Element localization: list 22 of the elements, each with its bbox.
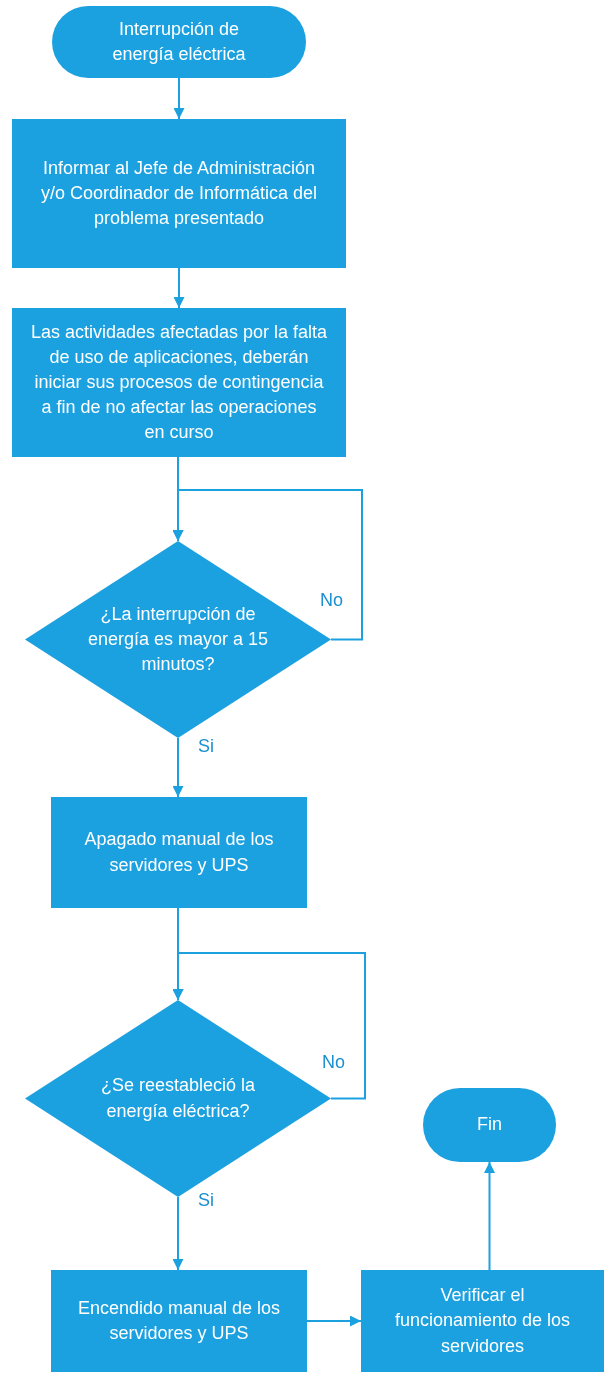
process-box (361, 1270, 604, 1372)
arrow (173, 77, 185, 120)
arrow (484, 1161, 495, 1271)
node-text: Las actividades afectadas por la falta de uso de aplicaciones, deberán iniciar sus procesos de contingencia a fin de no afectar las operaciones en curso (29, 320, 329, 445)
arrow (173, 267, 185, 309)
node-text: Interrupción de energía eléctrica (111, 17, 247, 66)
arrow (306, 1315, 362, 1327)
node-text: ¿Se reestableció la energía eléctrica? (99, 1074, 257, 1123)
node-text: Verificar el funcionamiento de los servidores (393, 1284, 572, 1358)
node-text: Informar al Jefe de Administración y/o Coordinador de Informática del problema presentado (39, 156, 319, 231)
process-box (12, 308, 346, 457)
node-text: Apagado manual de los servidores y UPS (83, 828, 275, 877)
process-box (51, 797, 307, 908)
node-text: Fin (476, 1113, 503, 1137)
process-box (12, 119, 346, 268)
arrow (172, 737, 184, 798)
process-box (51, 1270, 307, 1372)
node-text: Encendido manual de los servidores y UPS (76, 1296, 282, 1345)
node-text: ¿La interrupción de energía es mayor a 15 minutos? (86, 602, 270, 677)
arrow (172, 1196, 184, 1271)
arrow (172, 489, 363, 641)
arrow (172, 952, 366, 1100)
